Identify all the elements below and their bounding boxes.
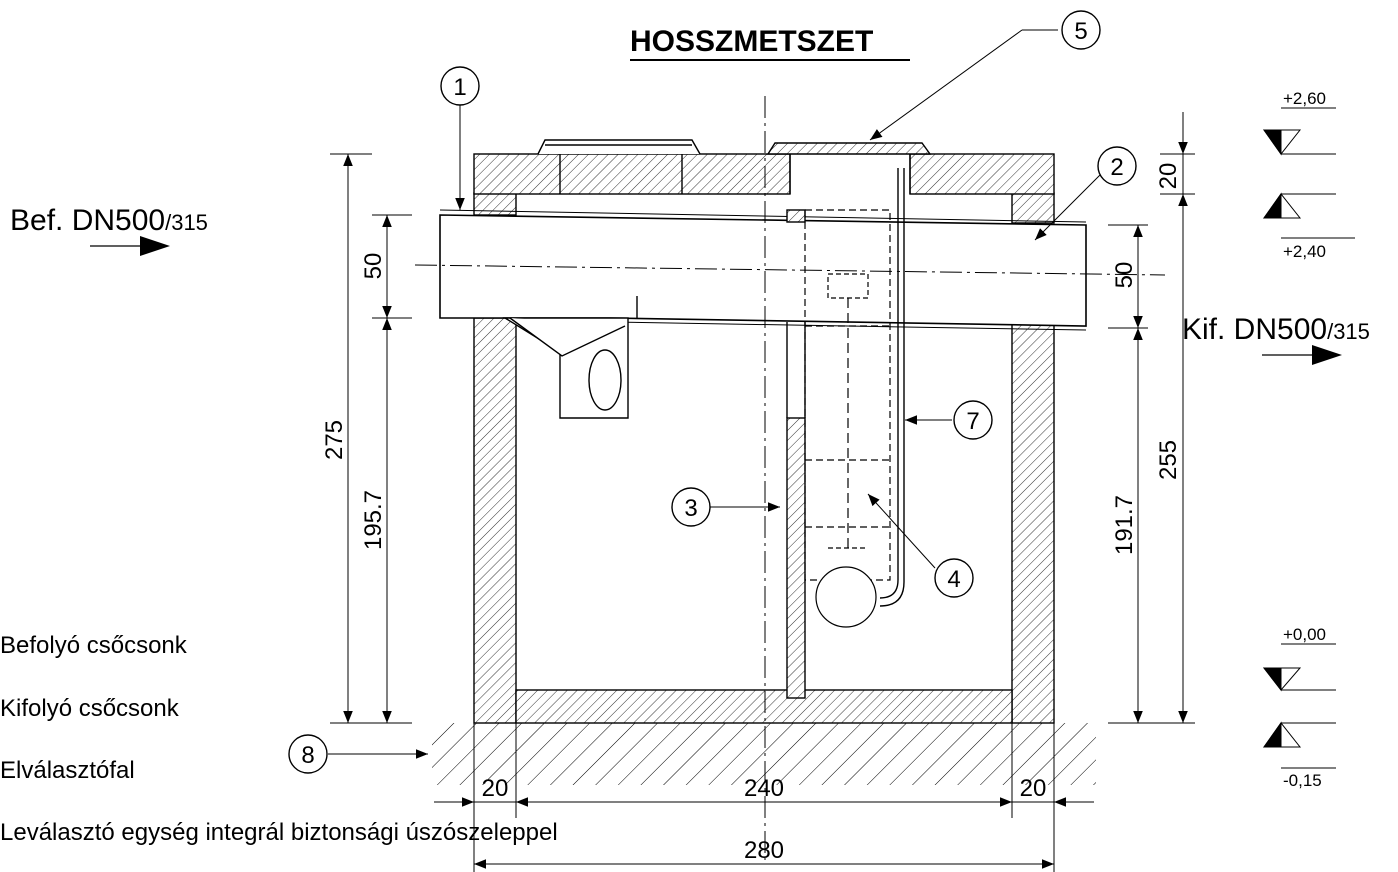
lid-slab (473, 153, 1055, 195)
dim-wall-right: 20 (1020, 775, 1047, 802)
outlet-arrow (1262, 345, 1342, 365)
dim-right-pipe: 50 (1111, 262, 1138, 289)
dim-left-pipe: 50 (360, 253, 387, 280)
ground-hatch (432, 723, 1096, 785)
callout-7: 7 (966, 408, 979, 435)
level-inlet: +2,40 (1283, 242, 1326, 261)
level-top: +2,60 (1283, 89, 1326, 108)
level-bottom: -0,15 (1283, 771, 1322, 790)
callout-2: 2 (1110, 154, 1123, 181)
dim-right-lower: 191.7 (1111, 495, 1138, 555)
outlet-label: Kif. DN500/315 (1182, 313, 1370, 346)
legend-item-inlet-stub: Befolyó csőcsonk (0, 632, 187, 659)
dim-right-total: 255 (1155, 440, 1182, 480)
inlet-label: Bef. DN500/315 (10, 204, 208, 237)
bottom-dimensions (434, 723, 1094, 872)
callout-3: 3 (684, 495, 697, 522)
pipe (439, 209, 1087, 331)
legend-item-separator-wall: Elválasztófal (0, 757, 135, 784)
callout-leaders (328, 29, 1101, 759)
inlet-chute (502, 296, 638, 419)
legend-item-separator-unit: Leválasztó egység integrál biztonsági ús… (0, 819, 558, 846)
dim-wall-left: 20 (482, 775, 509, 802)
dim-inner-width: 240 (744, 775, 784, 802)
callout-8: 8 (301, 742, 314, 769)
tank-walls (473, 192, 1055, 724)
drawing-title: HOSSZMETSZET (630, 25, 873, 58)
dim-overall-width: 280 (744, 837, 784, 864)
inlet-arrow (90, 236, 170, 256)
level-zero: +0,00 (1283, 625, 1326, 644)
pipe-axis-line (414, 264, 1166, 276)
dim-left-total: 275 (321, 420, 348, 460)
separator-unit (804, 209, 891, 628)
dim-lid: 20 (1155, 163, 1182, 190)
manhole-cover-left (537, 139, 701, 155)
right-dimensions (1108, 112, 1195, 724)
callout-1: 1 (453, 74, 466, 101)
vent-pipe (879, 168, 905, 607)
callout-circles (288, 10, 1137, 774)
callout-4: 4 (947, 566, 960, 593)
dim-left-lower: 195.7 (360, 490, 387, 550)
manhole-cover-right (766, 142, 932, 155)
callout-5: 5 (1074, 18, 1087, 45)
left-dimensions (330, 153, 412, 724)
level-markers (1262, 107, 1355, 769)
legend-item-outlet-stub: Kifolyó csőcsonk (0, 695, 179, 722)
